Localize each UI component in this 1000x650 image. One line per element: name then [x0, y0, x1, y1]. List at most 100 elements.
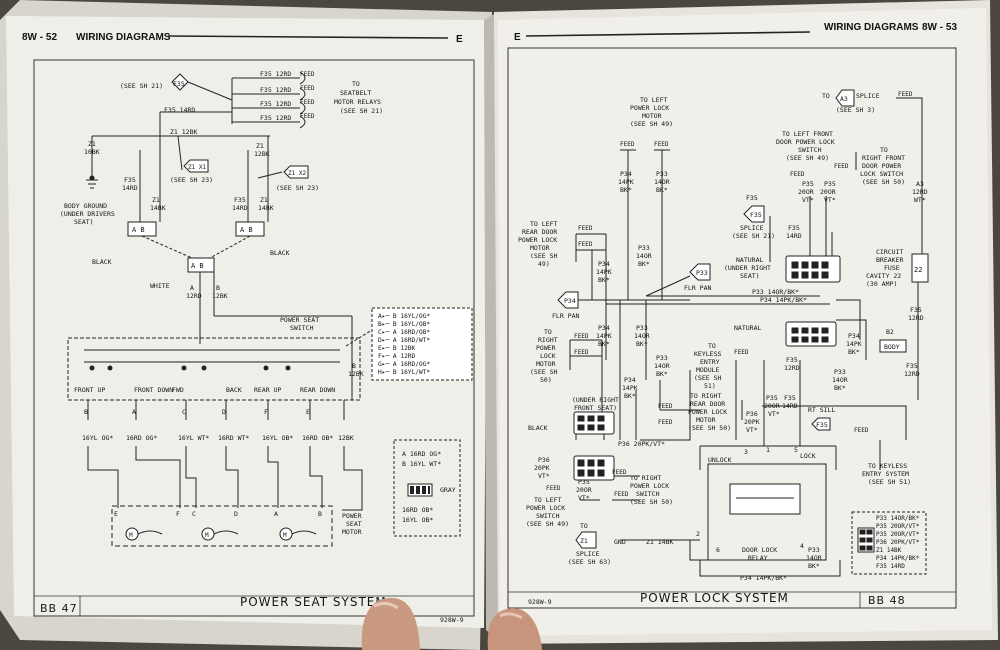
feed-r-rr2: FEED: [574, 349, 589, 356]
svg-text:BK*: BK*: [638, 260, 650, 268]
seat-connectors: [127, 221, 265, 273]
svg-text:P33: P33: [656, 354, 668, 362]
svg-text:POWER LOCK: POWER LOCK: [518, 236, 557, 244]
left-page: [6, 16, 488, 628]
to-left-motor-label: TO LEFT POWER LOCK MOTOR (SEE SH 49): [630, 96, 673, 128]
svg-text:CIRCUIT: CIRCUIT: [876, 248, 903, 256]
left-footer: BB 47 POWER SEAT SYSTEM 928W-9: [34, 595, 474, 624]
legend-row: F35 14RD: [876, 563, 905, 570]
feed-label-3: FEED: [300, 99, 315, 106]
spin-a: A: [132, 408, 136, 416]
wire-z1-14bk: Z1 14BK: [646, 538, 673, 546]
splice-z1-label: SPLICE (SEE SH 63): [568, 550, 611, 566]
svg-text:RIGHT: RIGHT: [538, 336, 558, 344]
wire-f35-12rd-mid: F35 12RD: [784, 356, 800, 372]
svg-text:BK*: BK*: [656, 370, 668, 378]
svg-text:20PK: 20PK: [534, 464, 550, 472]
mpin-a: A: [274, 510, 278, 518]
svg-text:TO: TO: [880, 146, 888, 154]
svg-text:RELAY: RELAY: [748, 554, 768, 562]
left-see-sh21: (SEE SH 21): [120, 82, 163, 90]
svg-text:NATURAL: NATURAL: [736, 256, 763, 264]
svg-text:VT*: VT*: [802, 196, 814, 204]
svg-text:SWITCH: SWITCH: [536, 512, 560, 520]
svg-text:F35: F35: [786, 356, 798, 364]
to-left-switch-label: TO LEFT POWER LOCK SWITCH (SEE SH 49): [526, 496, 569, 528]
relay-pin-numbers: 3 1 5 2 6 4: [696, 446, 804, 554]
right-system-title: POWER LOCK SYSTEM: [640, 591, 789, 605]
feed-r-ks: FEED: [854, 427, 869, 434]
wire-p34-p33-right: P34 14PK BK* P33 14OR BK*: [832, 332, 862, 392]
svg-text:P36: P36: [746, 410, 758, 418]
to-rr-motor-label: TO RIGHT POWER LOCK MOTOR (SEE SH 50): [530, 328, 558, 384]
svg-text:14OR: 14OR: [654, 362, 670, 370]
svg-text:P35: P35: [766, 394, 778, 402]
legend-row: P36 20PK/VT*: [876, 539, 920, 546]
b2-body-label: B2 BODY: [884, 328, 900, 351]
svg-text:BK*: BK*: [624, 392, 636, 400]
svg-text:F35: F35: [784, 394, 796, 402]
pinout-row: A▸─ B 16YL/OG*: [378, 313, 430, 320]
svg-text:LOCK SWITCH: LOCK SWITCH: [860, 170, 903, 178]
svg-text:20OR: 20OR: [798, 188, 814, 196]
svg-text:14PK: 14PK: [618, 178, 634, 186]
feed-r-b2: FEED: [614, 491, 629, 498]
svg-text:20OR: 20OR: [576, 486, 592, 494]
svg-text:(SEE SH 63): (SEE SH 63): [568, 558, 611, 566]
svg-text:SWITCH: SWITCH: [798, 146, 822, 154]
svg-text:P34: P34: [598, 260, 610, 268]
wire-f35-12rd-r: F35 12RD F35 12RD: [904, 306, 924, 378]
right-page-number: 8W - 53: [922, 22, 957, 33]
svg-text:WT*: WT*: [914, 196, 926, 204]
svg-text:POWER LOCK: POWER LOCK: [630, 104, 669, 112]
svg-text:BK*: BK*: [636, 340, 648, 348]
splice-x2-symbol: [283, 165, 309, 179]
black-label-r: BLACK: [528, 424, 548, 432]
cwire-12rd: 12RD: [186, 292, 202, 300]
wire-z1-12bk-r-b: 12BK: [254, 150, 270, 158]
svg-text:F35: F35: [746, 194, 758, 202]
svg-text:16YL WT*: 16YL WT*: [178, 434, 209, 442]
svg-text:DOOR LOCK: DOOR LOCK: [742, 546, 777, 554]
see-sh23-left: (SEE SH 23): [170, 176, 213, 184]
circuit-breaker-label: CIRCUIT BREAKER FUSE CAVITY 22 (30 AMP): [866, 248, 903, 288]
to-right-switch-label: TO RIGHT POWER LOCK SWITCH (SEE SH 50): [630, 474, 673, 506]
svg-text:BK*: BK*: [598, 276, 610, 284]
svg-text:MOTOR: MOTOR: [530, 244, 550, 252]
left-top-ref-label: F35: [173, 80, 185, 88]
wire-p34-14pk-top: P34 14PK BK*: [618, 170, 634, 194]
svg-text:(SEE SH 49): (SEE SH 49): [786, 154, 829, 162]
motor-m-1: M: [129, 532, 133, 539]
pinout-row: B▸─ B 16YL/OB*: [378, 321, 430, 328]
natural-under-right-seat: NATURAL (UNDER RIGHT SEAT): [724, 256, 771, 280]
lconn-w3: Z1: [152, 196, 160, 204]
wire-f35-12rd-2: F35 12RD: [260, 86, 291, 94]
right-tab-label: BB 48: [868, 594, 906, 607]
svg-text:TO: TO: [544, 328, 552, 336]
svg-text:3: 3: [744, 448, 748, 456]
wire-12bk-label: 12BK: [348, 370, 364, 378]
switch-front-down: FRONT DOWN: [134, 386, 173, 394]
feed-r-rr1: FEED: [574, 333, 589, 340]
svg-text:TO: TO: [708, 342, 716, 350]
wire-p33-14or-top: P33 14OR BK*: [654, 170, 670, 194]
mpin-b: B: [318, 510, 322, 518]
lock-label: LOCK: [800, 452, 816, 460]
wire-p36-l: P36 20PK VT*: [534, 456, 550, 480]
svg-text:VT*: VT*: [746, 426, 758, 434]
svg-text:BODY GROUND: BODY GROUND: [64, 202, 107, 210]
right-wires: [569, 97, 923, 577]
svg-text:14RD: 14RD: [786, 232, 802, 240]
svg-text:(SEE SH 21): (SEE SH 21): [340, 107, 383, 115]
switch-front-up: FRONT UP: [74, 386, 105, 394]
cwire-b: B: [216, 284, 220, 292]
to-rr-door-label: TO RIGHT REAR DOOR POWER LOCK MOTOR (SEE…: [688, 392, 731, 432]
to-keyless-module-label: TO KEYLESS ENTRY MODULE (SEE SH 51): [694, 342, 721, 390]
motors: [125, 527, 317, 541]
right-footer: 928W-9 POWER LOCK SYSTEM BB 48: [508, 591, 956, 608]
motor-connector-inset: A 16RD OG* B 16YL WT* 16RD OB* 16YL OB*: [402, 450, 441, 524]
right-footer-code: 928W-9: [528, 598, 552, 606]
feed-r-rd2: FEED: [658, 419, 673, 426]
